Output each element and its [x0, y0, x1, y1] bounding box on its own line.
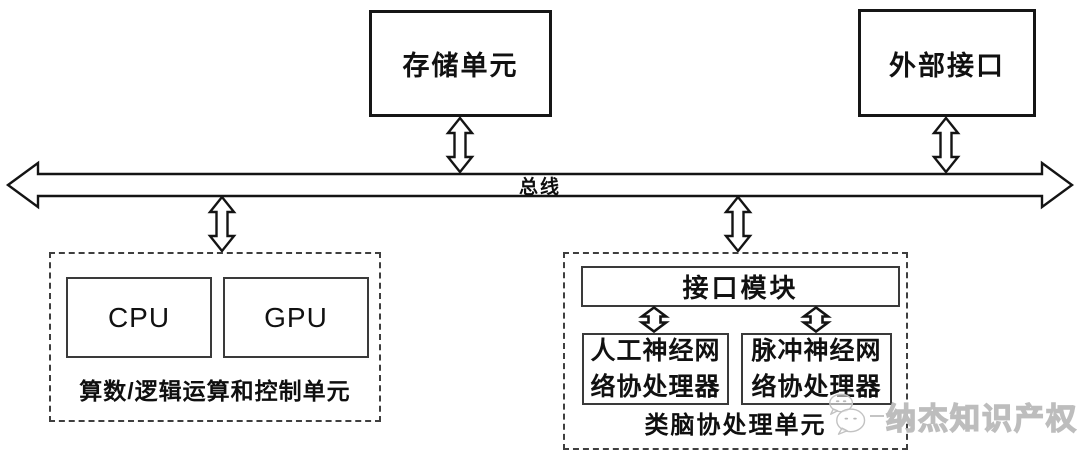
interface-ann-arrow: [638, 306, 670, 333]
external-interface-label: 外部接口: [889, 50, 1005, 81]
storage-unit-box: 存储单元: [369, 10, 552, 117]
ann-coprocessor-box: 人工神经网 络协处理器: [582, 333, 729, 405]
cpu-label: CPU: [107, 301, 171, 333]
external-interface-bus-arrow: [931, 116, 961, 174]
interface-module-box: 接口模块: [581, 266, 900, 307]
cpu-box: CPU: [66, 277, 212, 358]
bus-brain-group-arrow: [723, 195, 753, 253]
interface-module-label: 接口模块: [682, 273, 799, 303]
bus-label: 总线: [518, 177, 561, 198]
ann-coprocessor-line2: 络协处理器: [590, 373, 721, 401]
snn-coprocessor-line2: 络协处理器: [751, 373, 882, 401]
brain-group: 接口模块 人工神经网 络协处理器 脉冲神经网 络协处理器 类脑协处理单元: [563, 252, 908, 450]
compute-group: CPU GPU 算数/逻辑运算和控制单元: [49, 252, 381, 422]
snn-coprocessor-box: 脉冲神经网 络协处理器: [741, 333, 892, 405]
storage-unit-label: 存储单元: [402, 51, 519, 81]
storage-bus-arrow: [445, 116, 475, 174]
external-interface-box: 外部接口: [858, 9, 1036, 117]
gpu-box: GPU: [223, 277, 369, 358]
watermark-text: 纳杰知识产权: [885, 402, 1078, 436]
ann-coprocessor-line1: 人工神经网: [590, 337, 721, 365]
gpu-label: GPU: [264, 301, 328, 333]
snn-coprocessor-line1: 脉冲神经网: [751, 337, 882, 365]
bus-compute-group-arrow: [207, 195, 237, 253]
interface-snn-arrow: [800, 306, 832, 333]
brain-group-label: 类脑协处理单元: [644, 412, 827, 439]
compute-group-label: 算数/逻辑运算和控制单元: [79, 378, 351, 404]
bus-double-arrow: [5, 160, 1075, 210]
